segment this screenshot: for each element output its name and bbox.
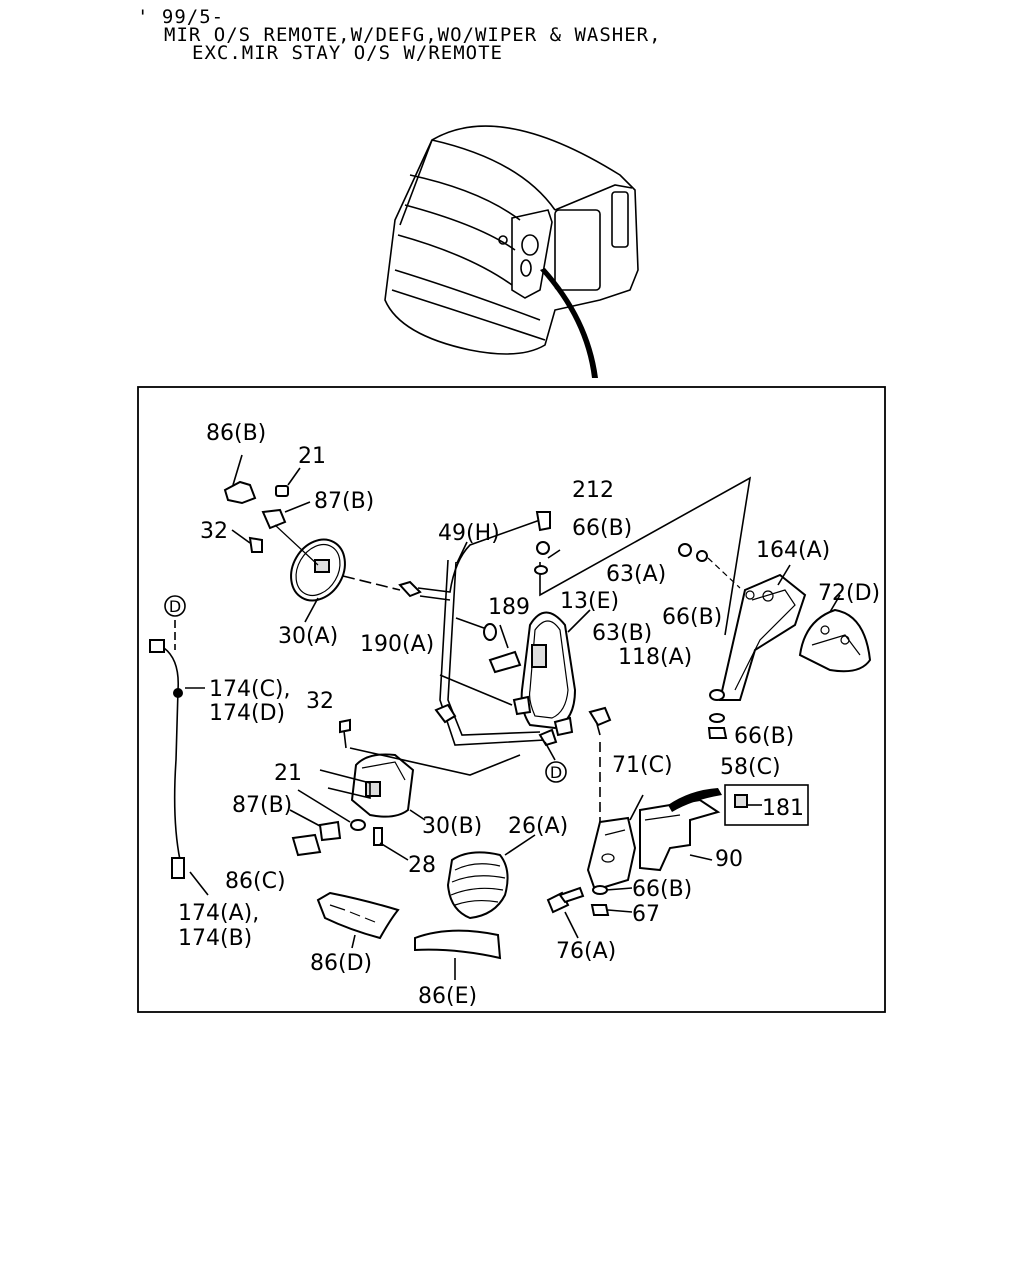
callout-32-lower: 32 xyxy=(306,689,334,714)
callout-67: 67 xyxy=(632,902,660,927)
stay-bracket-164a xyxy=(534,476,872,739)
callout-164a: 164(A) xyxy=(756,538,830,563)
callout-66b-upper: 66(B) xyxy=(572,516,632,541)
boot-26a xyxy=(446,834,536,920)
callout-26a: 26(A) xyxy=(508,814,568,839)
callout-90: 90 xyxy=(715,847,743,872)
callout-49h: 49(H) xyxy=(438,521,500,546)
connector-d-stay: D xyxy=(545,761,567,783)
header-description-line-2: EXC.MIR STAY O/S W/REMOTE xyxy=(192,42,503,64)
mirror-motor-13e xyxy=(439,609,612,737)
callout-174b: 174(B) xyxy=(178,926,252,951)
callout-72d: 72(D) xyxy=(818,581,880,606)
callout-30b: 30(B) xyxy=(422,814,482,839)
detail-frame xyxy=(137,386,886,1013)
callout-63b: 63(B) xyxy=(592,621,652,646)
callout-189: 189 xyxy=(488,595,530,620)
callout-118a: 118(A) xyxy=(618,645,692,670)
mirror-30b-assembly xyxy=(289,718,521,861)
callout-86c: 86(C) xyxy=(225,869,286,894)
callout-86e: 86(E) xyxy=(418,984,477,1009)
header-description-line-1: MIR O/S REMOTE,W/DEFG,WO/WIPER & WASHER, xyxy=(164,24,662,46)
callout-86d: 86(D) xyxy=(310,951,372,976)
callout-63a: 63(A) xyxy=(606,562,666,587)
header-date: ' 99/5- xyxy=(137,6,225,28)
connector-d-label-2: D xyxy=(550,763,562,782)
mirror-stay-49h xyxy=(398,511,558,761)
callout-181: 181 xyxy=(762,796,804,821)
callout-86b: 86(B) xyxy=(206,421,266,446)
callout-190a: 190(A) xyxy=(360,632,434,657)
callout-87b-upper: 87(B) xyxy=(314,489,374,514)
callout-21-upper: 21 xyxy=(298,444,326,469)
covers-86d-86e xyxy=(316,891,502,980)
callout-87b-lower: 87(B) xyxy=(232,793,292,818)
callout-66b-right: 66(B) xyxy=(734,724,794,749)
connector-d-label-1: D xyxy=(169,597,181,616)
callout-30a: 30(A) xyxy=(278,624,338,649)
callout-174a: 174(A), xyxy=(178,901,259,926)
callout-66b-lower: 66(B) xyxy=(632,877,692,902)
callout-21-lower: 21 xyxy=(274,761,302,786)
wire-harness-174 xyxy=(149,620,209,896)
callout-28: 28 xyxy=(408,853,436,878)
callout-212: 212 xyxy=(572,478,614,503)
mirror-30a-assembly xyxy=(223,454,401,623)
truck-cab-illustration xyxy=(384,125,639,378)
callout-13e: 13(E) xyxy=(560,589,619,614)
callout-174d: 174(D) xyxy=(209,701,285,726)
callout-58c: 58(C) xyxy=(720,755,781,780)
callout-71c: 71(C) xyxy=(612,753,673,778)
bracket-71c-90 xyxy=(546,742,809,939)
callout-66b-mid: 66(B) xyxy=(662,605,722,630)
callout-76a: 76(A) xyxy=(556,939,616,964)
callout-174c: 174(C), xyxy=(209,677,291,702)
callout-32-upper: 32 xyxy=(200,519,228,544)
connector-d-harness: D xyxy=(164,595,186,617)
